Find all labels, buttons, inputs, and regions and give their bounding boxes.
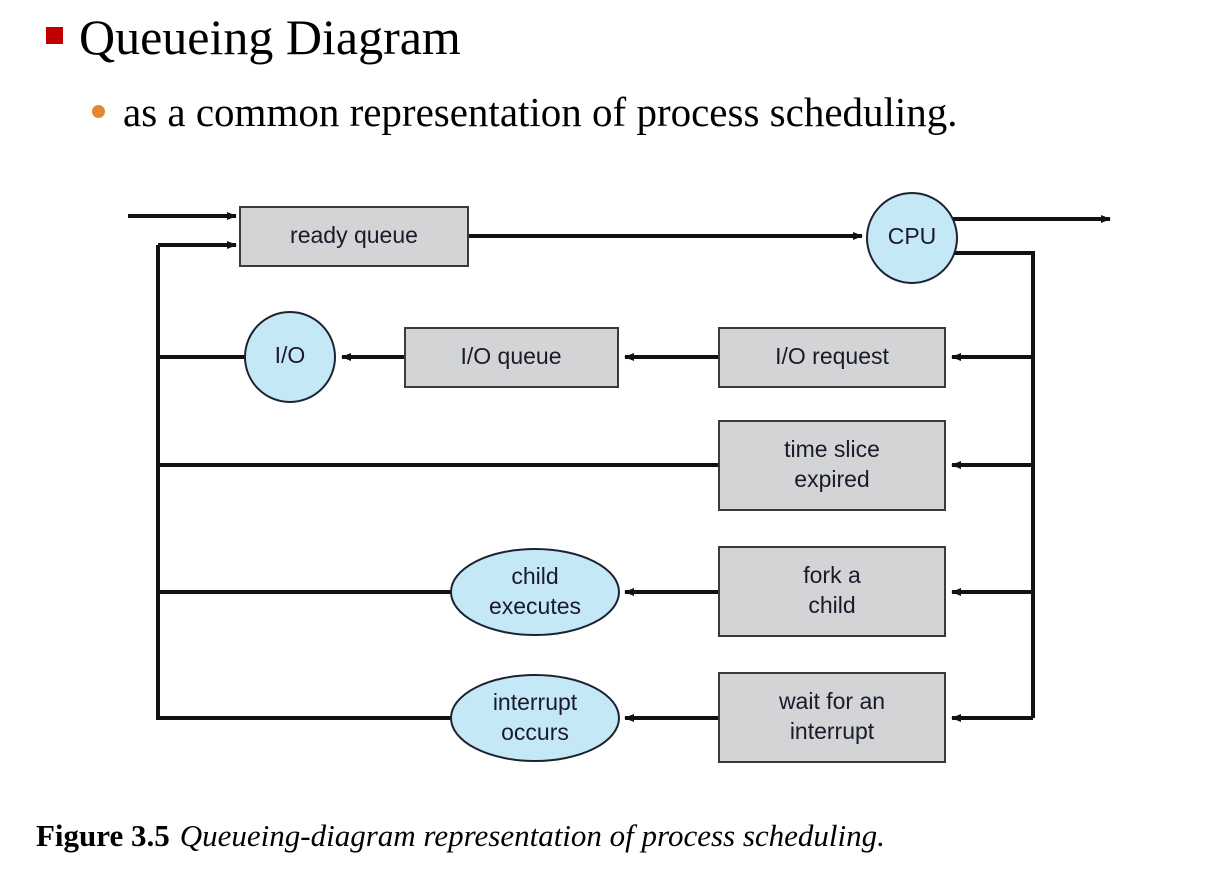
node-cpu[interactable]: CPU bbox=[866, 192, 958, 284]
node-io[interactable]: I/O bbox=[244, 311, 336, 403]
time-slice-label-line2: expired bbox=[794, 466, 869, 492]
ready-queue-label: ready queue bbox=[290, 222, 418, 248]
node-interrupt-occurs[interactable]: interrupt occurs bbox=[450, 674, 620, 762]
interrupt-occurs-label-line1: interrupt bbox=[493, 689, 578, 715]
cpu-circle bbox=[866, 192, 958, 284]
time-slice-box bbox=[718, 420, 946, 511]
edge-right-trunk bbox=[950, 251, 1035, 718]
wait-interrupt-box bbox=[718, 672, 946, 763]
io-queue-box bbox=[404, 327, 619, 388]
figure-caption-text: Queueing-diagram representation of proce… bbox=[179, 818, 885, 853]
wait-interrupt-label-line2: interrupt bbox=[790, 718, 875, 744]
node-io-request[interactable]: I/O request bbox=[718, 327, 946, 388]
interrupt-occurs-label-line2: occurs bbox=[501, 719, 569, 745]
ready-queue-box bbox=[239, 206, 469, 267]
cpu-label: CPU bbox=[888, 223, 937, 249]
io-label: I/O bbox=[275, 342, 306, 368]
figure-caption-label: Figure 3.5 bbox=[36, 818, 170, 853]
square-bullet-icon bbox=[46, 27, 63, 44]
io-request-label: I/O request bbox=[775, 343, 889, 369]
queueing-diagram: ready queue CPU I/O I/O queue I/O reques… bbox=[128, 192, 1111, 763]
child-executes-label-line1: child bbox=[511, 563, 558, 589]
slide-title-text: Queueing Diagram bbox=[79, 9, 461, 65]
figure-caption: Figure 3.5 Queueing-diagram representatio… bbox=[36, 818, 885, 854]
node-io-queue[interactable]: I/O queue bbox=[404, 327, 619, 388]
time-slice-label-line1: time slice bbox=[784, 436, 880, 462]
node-wait-for-interrupt[interactable]: wait for an interrupt bbox=[718, 672, 946, 763]
io-circle bbox=[244, 311, 336, 403]
io-queue-label: I/O queue bbox=[460, 343, 561, 369]
node-child-executes[interactable]: child executes bbox=[450, 548, 620, 636]
io-request-box bbox=[718, 327, 946, 388]
fork-child-label-line2: child bbox=[808, 592, 855, 618]
node-ready-queue[interactable]: ready queue bbox=[239, 206, 469, 267]
slide-subtitle: as a common representation of process sc… bbox=[92, 92, 958, 133]
child-executes-ellipse bbox=[450, 548, 620, 636]
fork-child-label-line1: fork a bbox=[803, 562, 861, 588]
wait-interrupt-label-line1: wait for an bbox=[778, 688, 885, 714]
slide-subtitle-text: as a common representation of process sc… bbox=[123, 89, 958, 135]
interrupt-occurs-ellipse bbox=[450, 674, 620, 762]
node-time-slice-expired[interactable]: time slice expired bbox=[718, 420, 946, 511]
page-title: Queueing Diagram bbox=[46, 12, 461, 62]
dot-bullet-icon bbox=[92, 105, 105, 118]
diagram-edges bbox=[128, 212, 1111, 722]
child-executes-label-line2: executes bbox=[489, 593, 581, 619]
fork-child-box bbox=[718, 546, 946, 637]
node-fork-a-child[interactable]: fork a child bbox=[718, 546, 946, 637]
